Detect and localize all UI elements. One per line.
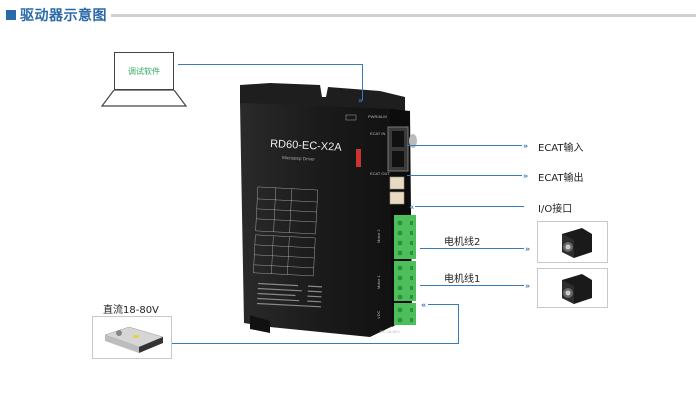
arrow-right-icon: » [523,172,528,181]
io-port-label: I/O接口 [538,204,573,215]
svg-text:Motor 2: Motor 2 [376,229,381,243]
power-label: 直流18-80V [103,305,159,316]
header-square-icon [6,10,16,20]
power-supply-icon [104,326,164,353]
svg-text:VDC: VDC [376,310,381,319]
svg-text:ECAT OUT: ECAT OUT [370,171,390,176]
laptop-screen: 调试软件 [114,52,174,90]
svg-text:Motor 1: Motor 1 [376,275,381,289]
stepper-motor-icon [562,228,592,258]
arrow-right-icon: » [523,142,528,151]
svg-text:ECAT IN: ECAT IN [370,131,386,136]
arrow-right-icon: » [525,245,530,254]
section-title: 驱动器示意图 [20,8,107,24]
svg-text:PWR/ALM: PWR/ALM [368,114,387,119]
stepper-motor-2-image [537,221,608,263]
svg-text:Microstep Driver: Microstep Driver [282,155,315,162]
debug-software-label: 调试软件 [128,66,160,76]
header-divider [111,14,696,17]
motor1-cable-label: 电机线1 [444,274,481,285]
stepper-motor-icon [562,274,592,304]
driver-device: RD60-EC-X2A Microstep Driver PWR/ALM ECA… [240,83,417,337]
driver-model-text: RD60-EC-X2A [270,138,343,154]
laptop-base-icon [100,90,188,107]
svg-text:DC 18-80V: DC 18-80V [380,329,400,334]
arrow-right-icon: » [525,282,530,291]
power-supply-image [92,316,172,359]
ecat-in-label: ECAT输入 [538,143,584,154]
ecat-out-label: ECAT输出 [538,173,584,184]
section-header: 驱动器示意图 [6,6,696,24]
motor2-cable-label: 电机线2 [444,237,481,248]
stepper-motor-1-image [537,268,608,308]
